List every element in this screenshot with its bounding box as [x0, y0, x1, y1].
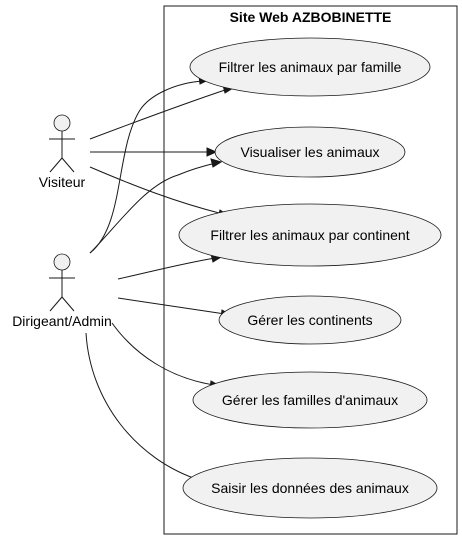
use-case-visualiser: Visualiser les animaux	[214, 126, 406, 178]
arrowhead-visiteur-uc2	[206, 147, 218, 157]
edge-visiteur-uc3	[89, 166, 224, 215]
use-case-label: Saisir les données des animaux	[211, 480, 409, 496]
edge-admin-uc6	[85, 332, 203, 482]
arrowhead-admin-uc2	[210, 158, 223, 168]
actor-visiteur: Visiteur	[39, 114, 86, 190]
actor-admin: Dirigeant/Admin	[12, 253, 112, 329]
use-case-label: Visualiser les animaux	[240, 144, 379, 160]
edge-admin-uc3	[117, 257, 216, 280]
system-title: Site Web AZBOBINETTE	[230, 9, 392, 25]
edge-admin-uc2	[89, 162, 217, 254]
edge-admin-uc4	[117, 297, 226, 315]
stick-figure-icon	[49, 253, 75, 312]
stick-figure-icon	[49, 114, 75, 173]
use-case-label: Gérer les continents	[247, 312, 372, 328]
use-case-saisir-donnees: Saisir les données des animaux	[182, 457, 438, 519]
edge-admin-uc1	[89, 80, 204, 254]
edge-admin-uc5	[111, 322, 215, 386]
use-case-gerer-familles: Gérer les familles d'animaux	[192, 371, 428, 429]
associations	[85, 75, 235, 485]
use-case-label: Filtrer les animaux par continent	[210, 227, 409, 243]
use-case-label: Gérer les familles d'animaux	[222, 392, 398, 408]
use-case-filtrer-famille: Filtrer les animaux par famille	[189, 37, 431, 97]
edge-visiteur-uc1	[89, 88, 229, 140]
use-case-filtrer-continent: Filtrer les animaux par continent	[178, 203, 442, 267]
use-case-gerer-continents: Gérer les continents	[218, 295, 402, 345]
actor-label: Visiteur	[39, 174, 86, 190]
use-case-label: Filtrer les animaux par famille	[219, 59, 402, 75]
actor-label: Dirigeant/Admin	[12, 313, 112, 329]
system-boundary: Site Web AZBOBINETTE	[163, 5, 458, 535]
